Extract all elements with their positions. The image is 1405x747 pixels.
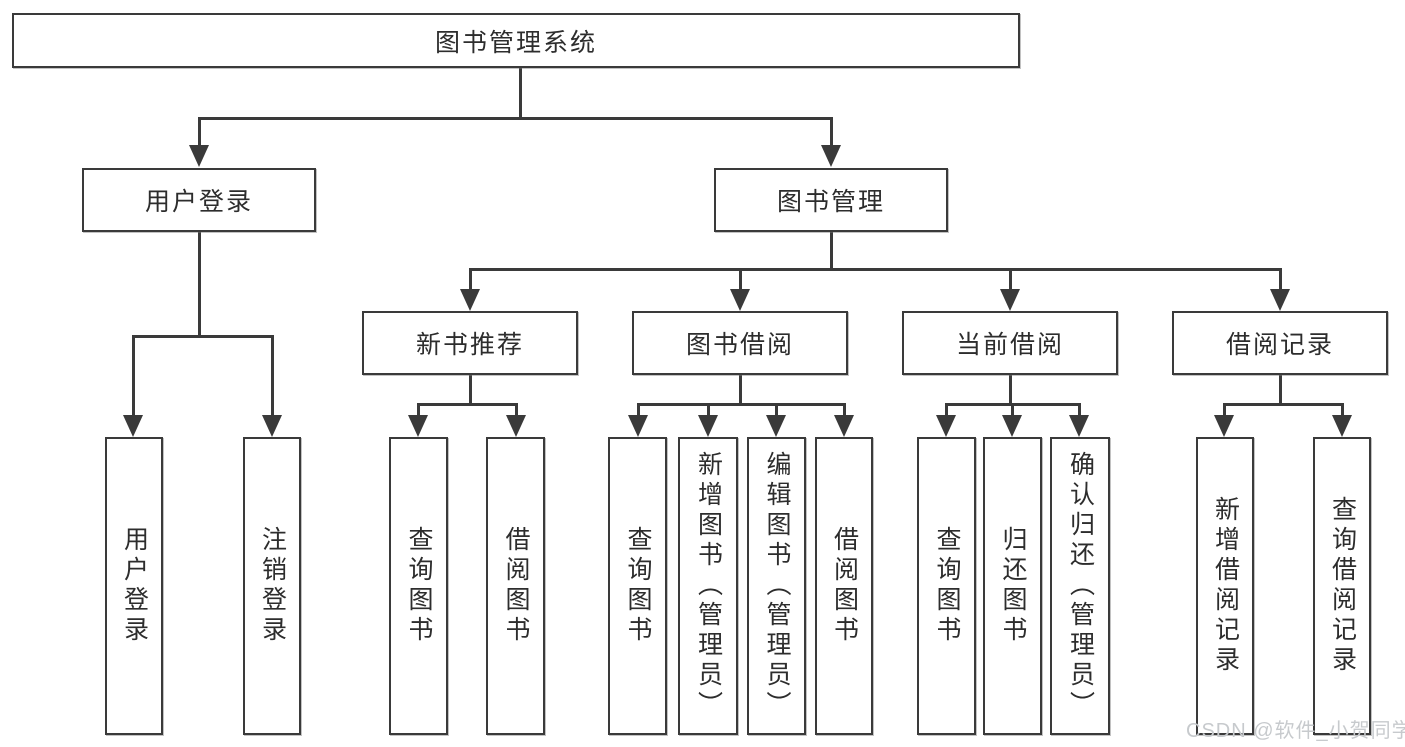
arrowhead-down-current-borrow [1000, 289, 1020, 311]
connector-borrow-records-horizontal [1223, 403, 1343, 406]
node-label: 新书推荐 [415, 331, 524, 359]
arrowhead-down-nb-borrow [506, 415, 526, 437]
csdn-watermark: CSDN @软件_小贺同学 [1186, 720, 1405, 742]
node-label: 当前借阅 [955, 331, 1064, 359]
connector-drop-user-login [198, 117, 201, 148]
arrowhead-down-bb-add [698, 415, 718, 437]
connector-drop-br-add [1223, 403, 1226, 419]
connector-book-borrow-stem [739, 375, 742, 406]
connector-root-trunk [519, 68, 522, 120]
node-label: 图书借阅 [685, 331, 794, 359]
leaf-edit-book-admin: 编辑图书（管理员） [747, 437, 806, 735]
connector-drop-book-borrow [739, 268, 742, 293]
connector-new-book-horizontal [417, 403, 517, 406]
node-label: 图书管理系统 [434, 28, 597, 57]
node-current-borrow: 当前借阅 [902, 311, 1118, 375]
arrowhead-down-leaf-user-login [123, 415, 143, 437]
connector-drop-bb-query [637, 403, 640, 419]
connector-drop-br-query [1341, 403, 1344, 419]
connector-user-login-stem [198, 232, 201, 337]
arrowhead-down-br-add [1214, 415, 1234, 437]
connector-drop-bb-add [707, 403, 710, 419]
leaf-query-books-borrow: 查询图书 [608, 437, 667, 735]
connector-drop-leaf-logout [271, 335, 274, 417]
node-label: 查询图书 [933, 526, 961, 646]
node-label: 查询图书 [405, 526, 433, 646]
arrowhead-down-nb-query [408, 415, 428, 437]
arrowhead-down-bb-edit [766, 415, 786, 437]
connector-drop-book-management [830, 117, 833, 148]
node-label: 归还图书 [999, 526, 1027, 646]
connector-drop-nb-borrow [515, 403, 518, 419]
node-book-management: 图书管理 [714, 168, 948, 232]
leaf-user-login: 用户登录 [105, 437, 163, 735]
connector-drop-nb-query [417, 403, 420, 419]
arrowhead-down-br-query [1332, 415, 1352, 437]
arrowhead-down-cb-confirm [1069, 415, 1089, 437]
leaf-add-borrow-record: 新增借阅记录 [1196, 437, 1254, 735]
arrowhead-down-new-book [460, 289, 480, 311]
connector-drop-bb-borrow [843, 403, 846, 419]
connector-book-borrow-horizontal [637, 403, 845, 406]
leaf-confirm-return-admin: 确认归还（管理员） [1050, 437, 1110, 735]
connector-borrow-records-stem [1279, 375, 1282, 406]
node-label: 图书管理 [776, 188, 885, 216]
node-label: 注销登录 [258, 526, 287, 646]
connector-book-management-stem [830, 232, 833, 271]
leaf-return-book: 归还图书 [983, 437, 1042, 735]
node-label: 用户登录 [120, 526, 149, 646]
arrowhead-down-cb-return [1002, 415, 1022, 437]
arrowhead-down-leaf-logout [262, 415, 282, 437]
node-label: 借阅图书 [830, 526, 859, 646]
leaf-add-book-admin: 新增图书（管理员） [678, 437, 738, 735]
connector-drop-cb-return [1011, 403, 1014, 419]
connector-drop-current-borrow [1009, 268, 1012, 293]
leaf-borrow-books: 借阅图书 [815, 437, 873, 735]
node-label: 新增图书（管理员） [694, 451, 723, 721]
leaf-query-borrow-record: 查询借阅记录 [1313, 437, 1371, 735]
node-book-borrow: 图书借阅 [632, 311, 848, 375]
node-label: 借阅记录 [1225, 331, 1334, 359]
arrowhead-down-book-borrow [730, 289, 750, 311]
node-label: 用户登录 [144, 188, 253, 216]
connector-drop-borrow-records [1279, 268, 1282, 293]
arrowhead-down-cb-query [936, 415, 956, 437]
connector-drop-bb-edit [775, 403, 778, 419]
node-label: 查询图书 [624, 526, 652, 646]
connector-user-login-horizontal [132, 335, 274, 338]
leaf-query-books-current: 查询图书 [917, 437, 976, 735]
connector-new-book-stem [469, 375, 472, 406]
node-label: 借阅图书 [502, 526, 530, 646]
connector-drop-new-book [469, 268, 472, 293]
connector-level3-horizontal [469, 268, 1282, 271]
leaf-query-books-recommend: 查询图书 [389, 437, 448, 735]
arrowhead-down-book-management [821, 145, 841, 167]
arrowhead-down-borrow-records [1270, 289, 1290, 311]
leaf-logout: 注销登录 [243, 437, 301, 735]
arrowhead-down-user-login [189, 145, 209, 167]
connector-level1-horizontal [198, 117, 832, 120]
connector-drop-leaf-user-login [132, 335, 135, 417]
node-label: 新增借阅记录 [1211, 496, 1240, 676]
arrowhead-down-bb-borrow [834, 415, 854, 437]
node-label: 确认归还（管理员） [1066, 451, 1095, 721]
connector-drop-cb-confirm [1078, 403, 1081, 419]
node-new-book-recommend: 新书推荐 [362, 311, 578, 375]
node-user-login: 用户登录 [82, 168, 316, 232]
connector-current-borrow-stem [1009, 375, 1012, 406]
node-label: 编辑图书（管理员） [763, 451, 791, 721]
node-library-management-system: 图书管理系统 [12, 13, 1020, 68]
arrowhead-down-bb-query [628, 415, 648, 437]
connector-drop-cb-query [945, 403, 948, 419]
node-borrow-records: 借阅记录 [1172, 311, 1388, 375]
node-label: 查询借阅记录 [1328, 496, 1357, 676]
leaf-borrow-books-recommend: 借阅图书 [486, 437, 545, 735]
